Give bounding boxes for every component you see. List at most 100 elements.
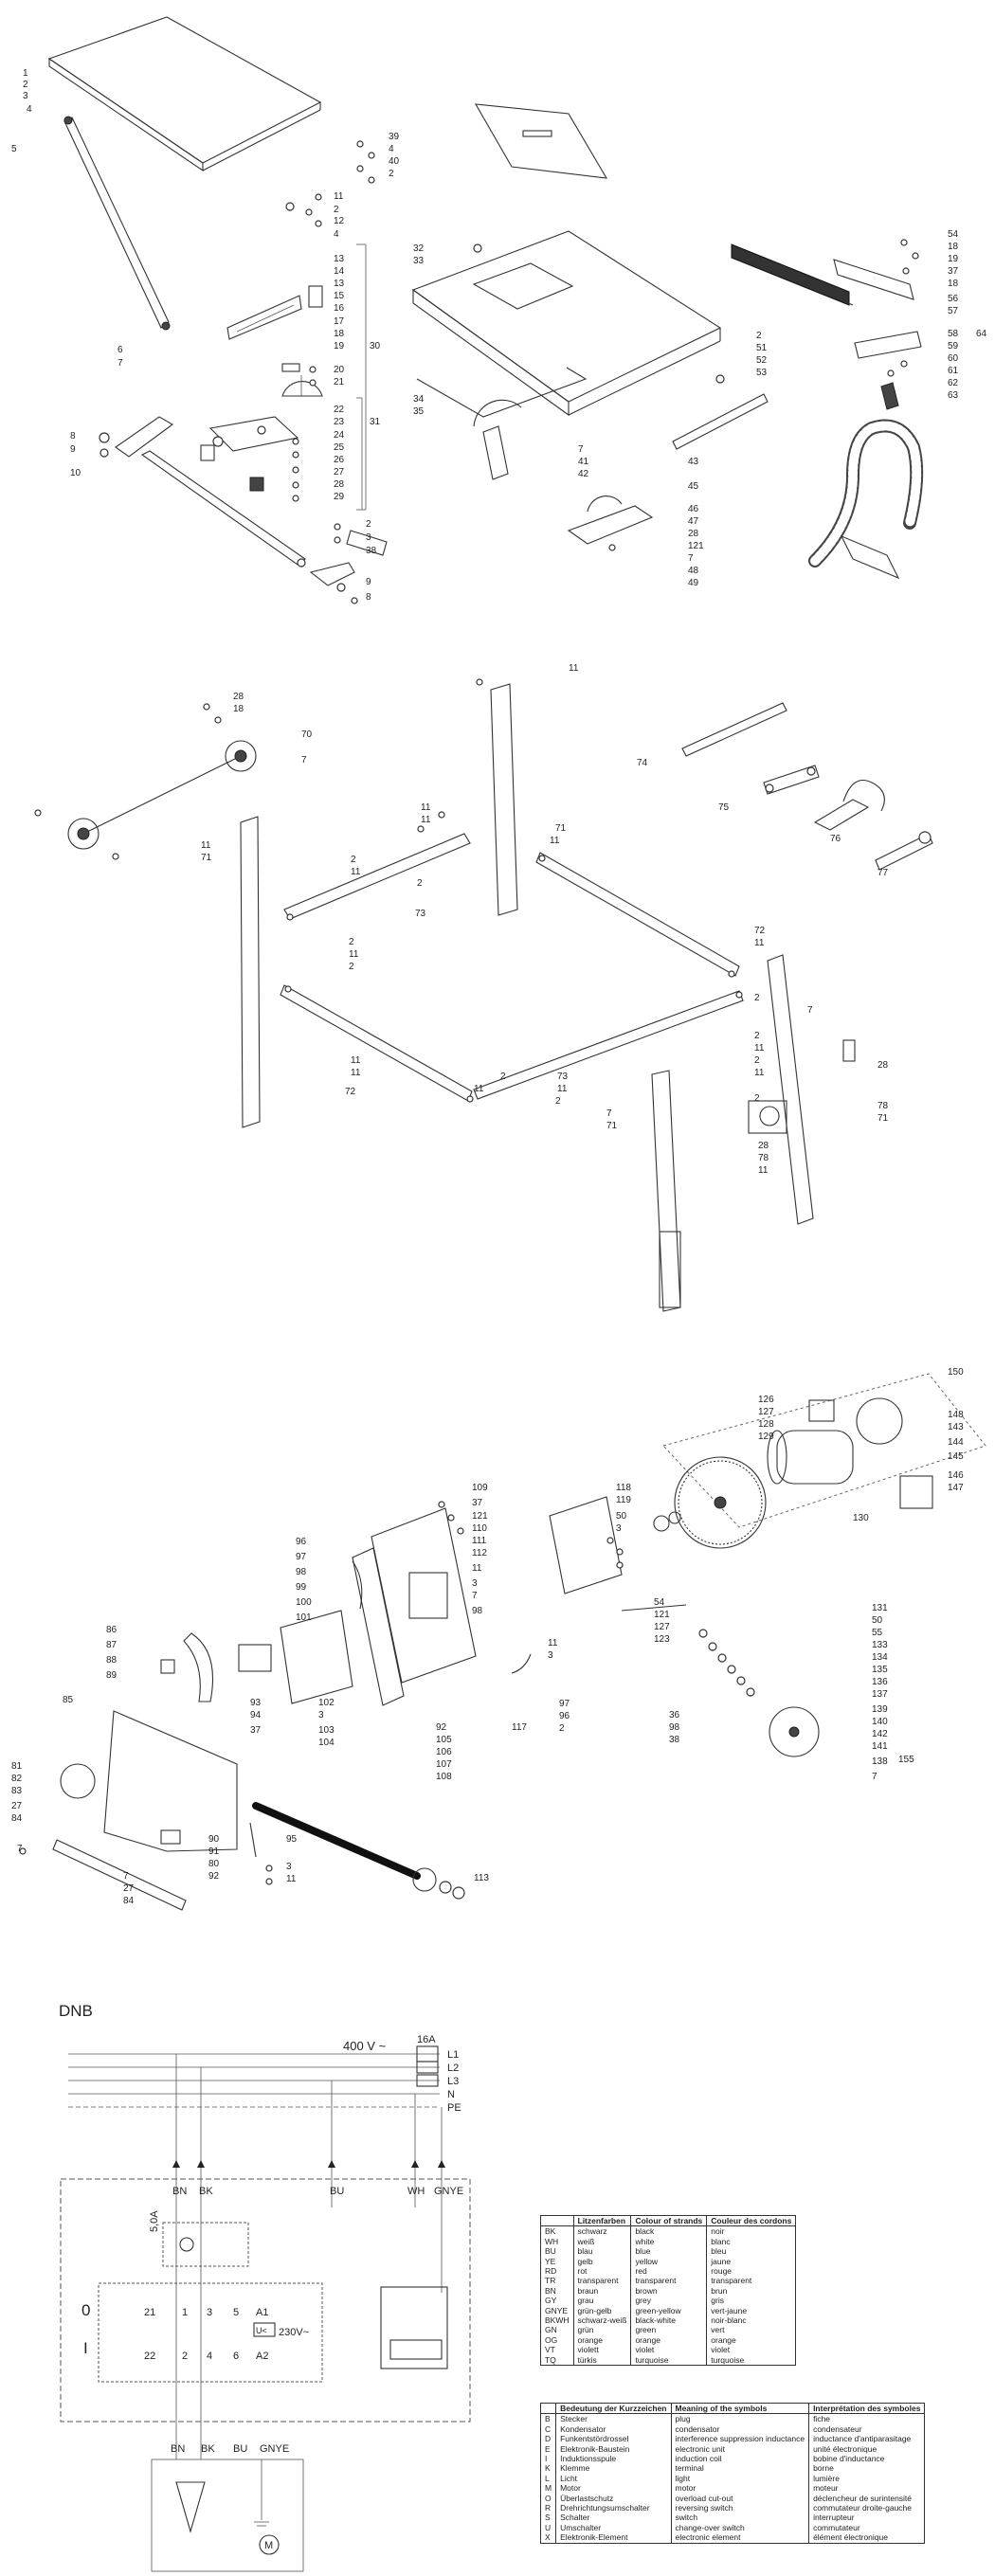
part-callout: 6 [118, 345, 123, 355]
table-cell: condensateur [808, 2423, 925, 2435]
part-callout: 28 [877, 1060, 889, 1071]
part-callout: 53 [756, 368, 768, 378]
coil-symbol: U< [256, 2326, 267, 2335]
part-callout: 2 [559, 1723, 565, 1734]
part-callout: 26 [334, 455, 345, 465]
part-callout: 130 [853, 1513, 869, 1523]
part-callout: 37 [948, 266, 959, 277]
part-callout: 2 [555, 1096, 561, 1107]
part-callout: 56 [948, 294, 959, 304]
part-callout: 19 [334, 341, 345, 351]
table-cell: GY [545, 2296, 557, 2306]
header-de: Litzenfarben [572, 2215, 631, 2227]
contact-3: 3 [207, 2307, 212, 2318]
table-cell: Induktionsspule [555, 2454, 671, 2464]
part-callout: 112 [472, 1548, 487, 1558]
part-callout: 2 [754, 993, 760, 1003]
part-callout: 7 [301, 755, 307, 766]
part-callout: 28 [233, 692, 244, 702]
table-cell: schwarz-weiß [572, 2315, 631, 2326]
table-cell: induction coil [670, 2454, 809, 2464]
part-callout: 13 [334, 279, 345, 289]
part-callout: 121 [654, 1610, 670, 1620]
part-callout: 134 [872, 1652, 888, 1663]
part-callout: 62 [948, 378, 959, 388]
part-callout: 78 [877, 1101, 889, 1111]
part-callout: 25 [334, 442, 345, 453]
part-callout: 19 [948, 254, 959, 264]
part-callout: 7 [688, 553, 694, 564]
contact-6: 6 [233, 2351, 239, 2362]
table-cell: élément électronique [808, 2532, 925, 2544]
part-callout: 136 [872, 1677, 888, 1687]
table-cell: Drehrichtungsumschalter [555, 2503, 671, 2513]
part-callout: 126 [758, 1395, 774, 1405]
section-motor [19, 1373, 986, 1911]
part-callout: 50 [616, 1511, 627, 1522]
table-cell: Schalter [555, 2513, 671, 2523]
part-callout: 119 [616, 1495, 631, 1505]
part-callout: 2 [389, 169, 394, 179]
part-callout: 27 [123, 1883, 135, 1894]
part-callout: 7 [578, 444, 584, 455]
table-cell: GN [545, 2325, 557, 2335]
table-cell: transparent [630, 2276, 707, 2286]
table-cell: U [545, 2522, 552, 2532]
part-callout: 98 [296, 1567, 307, 1577]
part-callout: 127 [758, 1407, 774, 1417]
part-callout: 2 [754, 1093, 760, 1104]
part-callout: 147 [948, 1483, 964, 1493]
part-callout: 57 [948, 306, 959, 316]
part-callout: 71 [606, 1121, 618, 1131]
part-callout: 91 [208, 1846, 220, 1857]
part-callout: 123 [654, 1634, 670, 1645]
table-cell: transparent [572, 2276, 631, 2286]
part-callout: 88 [106, 1655, 118, 1666]
part-callout: 86 [106, 1625, 118, 1635]
part-callout: 31 [370, 417, 381, 427]
part-callout: 96 [559, 1711, 570, 1721]
part-callout: 98 [669, 1722, 680, 1733]
part-callout: 150 [948, 1367, 964, 1378]
part-callout: 129 [758, 1432, 774, 1442]
part-callout: 137 [872, 1689, 888, 1700]
line-n: N [447, 2089, 455, 2100]
part-callout: 133 [872, 1640, 888, 1650]
part-callout: 2 [417, 878, 423, 889]
table-cell: Motor [555, 2483, 671, 2494]
part-callout: 38 [366, 546, 377, 556]
table-cell: noir-blanc [706, 2315, 796, 2326]
part-callout: 148 [948, 1410, 964, 1420]
part-callout: 3 [548, 1650, 553, 1661]
part-callout: 11 [550, 836, 560, 846]
part-callout: 7 [807, 1005, 813, 1016]
part-callout: 84 [123, 1896, 135, 1906]
part-callout: 93 [250, 1698, 262, 1708]
wire-bn: BN [172, 2186, 187, 2197]
table-cell: L [545, 2473, 550, 2483]
part-callout: 11 [351, 867, 361, 877]
wire-bu: BU [330, 2186, 344, 2197]
part-callout: 38 [669, 1735, 680, 1745]
table-cell: TQ [545, 2354, 556, 2365]
switch-pos-0: 0 [81, 2301, 90, 2319]
part-callout: 90 [208, 1834, 220, 1845]
part-callout: 73 [415, 909, 426, 919]
part-callout: 145 [948, 1451, 964, 1462]
part-callout: 27 [11, 1801, 23, 1811]
table-cell: M [545, 2483, 552, 2494]
symbol-meaning-table: Bedeutung der Kurzzeichen Meaning of the… [540, 2403, 926, 2544]
part-callout: 70 [301, 730, 313, 740]
table-cell: light [670, 2473, 809, 2484]
part-callout: 18 [233, 704, 244, 714]
part-callout: 75 [718, 802, 730, 813]
